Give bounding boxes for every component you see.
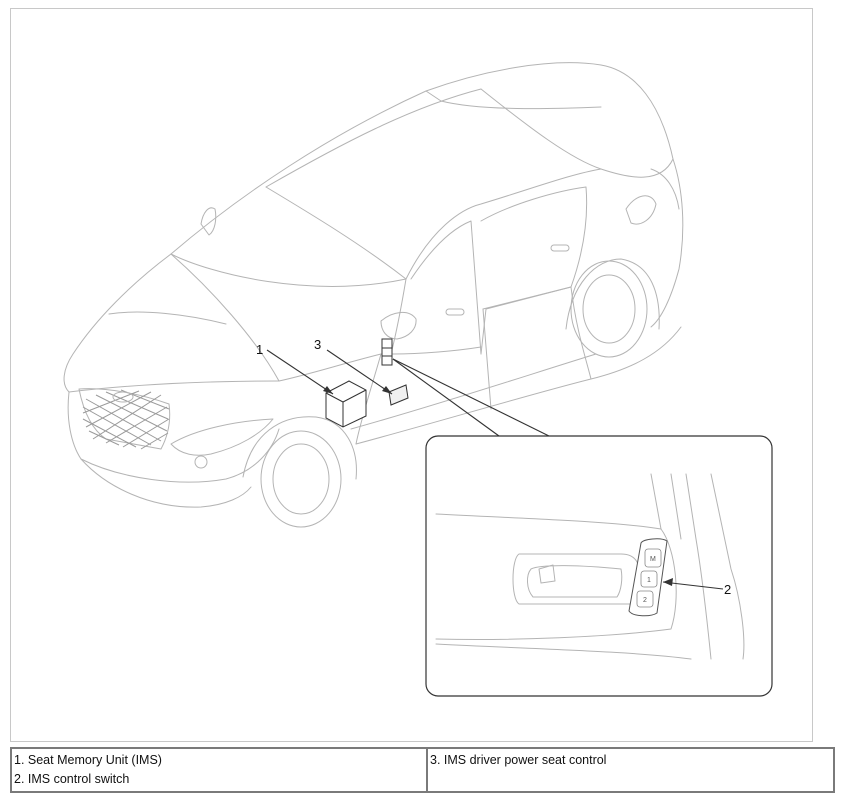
legend-cell-left: 1. Seat Memory Unit (IMS) 2. IMS control… [10,747,428,793]
legend-cell-right: 3. IMS driver power seat control [426,747,835,793]
legend-item-3: 3. IMS driver power seat control [430,753,607,767]
callout-3: 3 [314,337,321,352]
seat-memory-unit-shape [325,380,367,428]
legend-item-1: 1. Seat Memory Unit (IMS) [14,753,162,767]
legend-item-2: 2. IMS control switch [14,772,130,786]
inset-button-2: 2 [643,597,647,604]
power-seat-control-shape [388,384,409,406]
diagram-frame: 1 3 M 1 2 2 [10,8,813,742]
callout-2: 2 [724,582,731,597]
inset-button-1: 1 [647,577,651,584]
callout-1: 1 [256,342,263,357]
inset-button-m: M [650,556,656,563]
inset-detail-box: M 1 2 [425,435,773,697]
legend-table: 1. Seat Memory Unit (IMS) 2. IMS control… [10,747,835,793]
ims-switch-shape [381,338,393,366]
callout-lines [266,349,550,437]
car-diagram: 1 3 M 1 2 2 [63,62,773,697]
car-body-outline [63,62,684,528]
